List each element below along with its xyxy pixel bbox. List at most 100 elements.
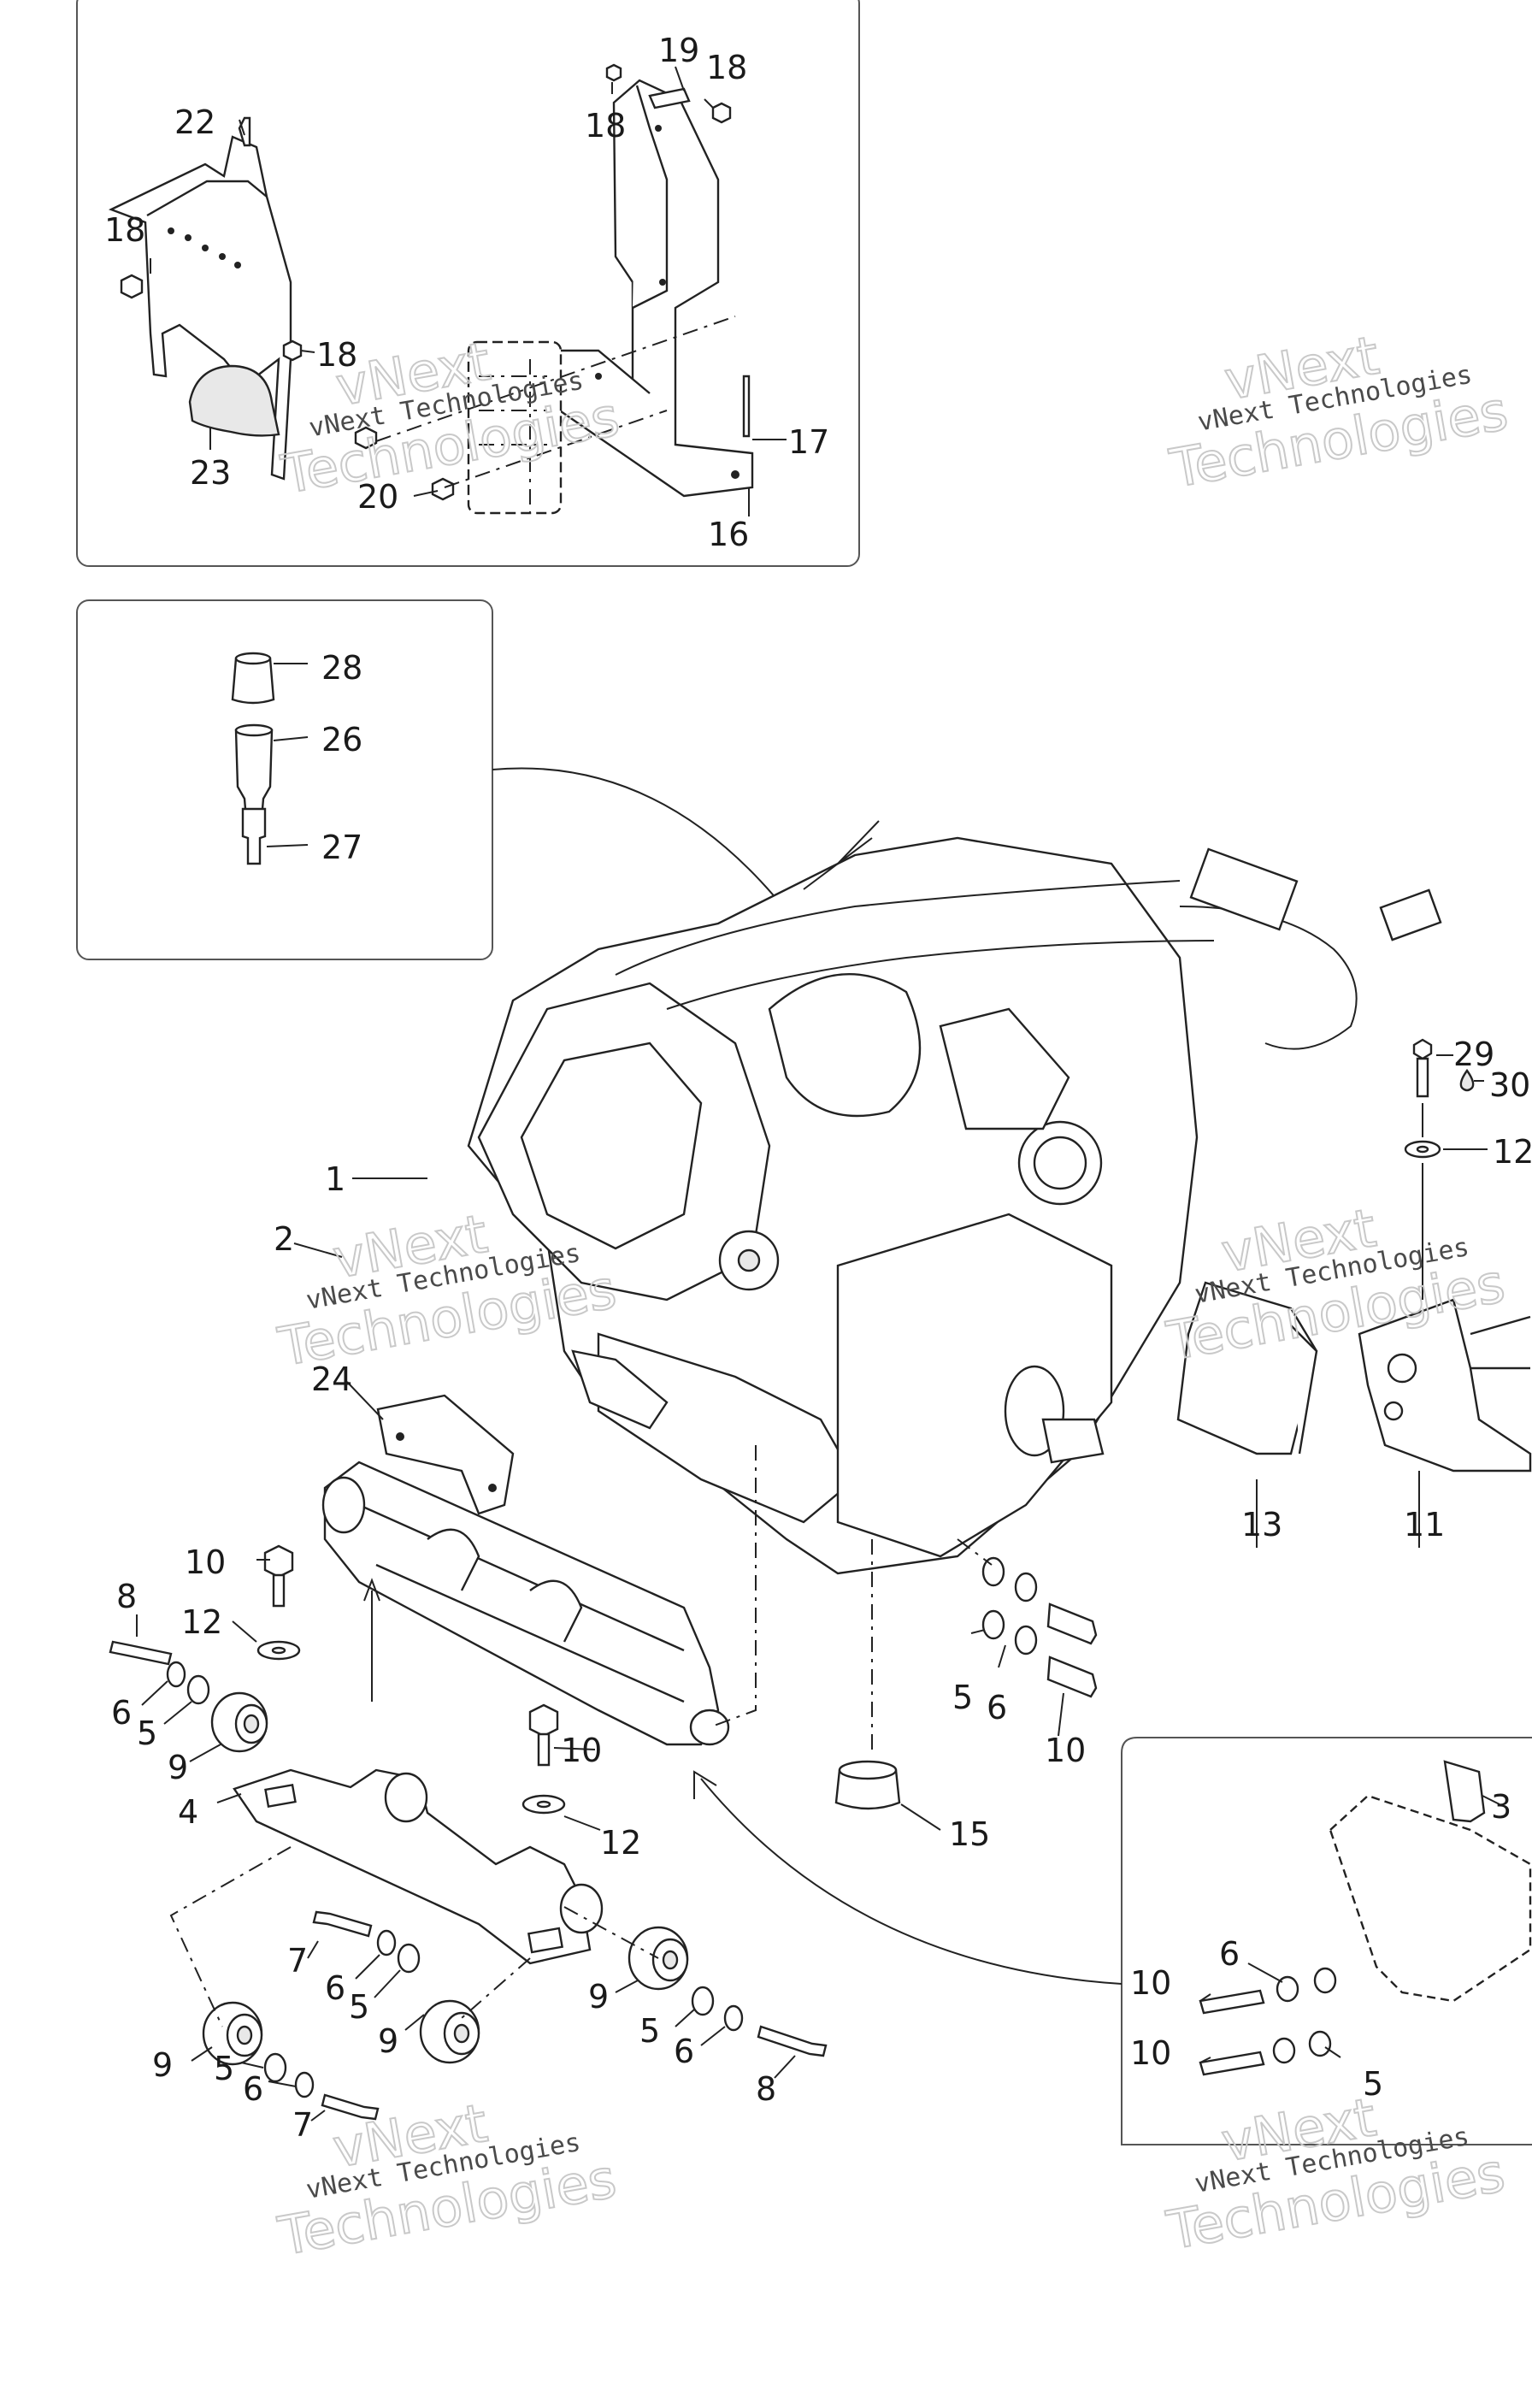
callout-22: 22 — [174, 103, 215, 141]
threadlock-30 — [1459, 1068, 1475, 1092]
watermark-bottom-left: vNext vNext Technologies Technologies — [273, 2091, 622, 2269]
inset-box-bracket — [76, 0, 860, 567]
rubber-cup-15 — [834, 1760, 901, 1810]
callout-3: 3 — [1491, 1788, 1511, 1826]
callout-17: 17 — [788, 423, 829, 461]
bolt-10-engine-a — [1046, 1602, 1098, 1645]
mount-bracket-assembly-3 — [1329, 1760, 1532, 2003]
callout-15: 15 — [949, 1815, 990, 1853]
callout-10-a: 10 — [185, 1543, 226, 1581]
inset-box-damper — [76, 599, 493, 960]
bolt-8-left — [109, 1640, 173, 1666]
callout-18-b: 18 — [316, 336, 357, 374]
callout-10-d: 10 — [1130, 1964, 1171, 2002]
damper-cap-28 — [231, 652, 275, 705]
rubber-mount-9d — [628, 1926, 689, 1991]
callout-6-d: 6 — [674, 2033, 694, 2070]
bolt-7-top — [312, 1910, 373, 1938]
bolt-19 — [648, 87, 691, 109]
callout-9-b: 9 — [378, 2022, 398, 2060]
callout-8-a: 8 — [116, 1578, 137, 1615]
watermark-mid-right: vNext vNext Technologies Technologies — [1161, 1195, 1510, 1373]
callout-5-e: 5 — [952, 1679, 973, 1716]
washer-5-mid1 — [397, 1943, 421, 1974]
left-heat-shield — [108, 135, 292, 481]
bolt-10-mid — [528, 1703, 559, 1767]
callout-29: 29 — [1453, 1036, 1494, 1073]
damper-sleeve-26 — [234, 723, 274, 821]
callout-19: 19 — [658, 32, 699, 69]
damper-screw-27 — [241, 807, 267, 865]
callout-10-b: 10 — [561, 1732, 602, 1769]
callout-18-d: 18 — [585, 107, 626, 145]
inset-bolt-10b — [1199, 2051, 1265, 2076]
callout-9-a: 9 — [168, 1749, 188, 1786]
callout-16: 16 — [708, 516, 749, 553]
washer-12-left — [256, 1640, 301, 1661]
screw-20 — [431, 477, 455, 501]
bolt-7-bottom — [321, 2093, 380, 2121]
callout-6-f: 6 — [1219, 1935, 1240, 1973]
callout-2: 2 — [274, 1220, 294, 1258]
callout-30: 30 — [1489, 1066, 1530, 1104]
callout-4: 4 — [178, 1793, 198, 1831]
washer-6-right — [723, 2004, 744, 2032]
callout-24: 24 — [311, 1360, 352, 1398]
washer-6-mid1 — [376, 1929, 397, 1956]
bolt-29 — [1412, 1038, 1433, 1098]
washer-5-left — [186, 1674, 210, 1705]
engine-assembly — [467, 820, 1442, 1575]
callout-1: 1 — [325, 1160, 345, 1198]
right-mounting-bracket — [545, 79, 754, 498]
watermark-bottom-right: vNext vNext Technologies Technologies — [1161, 2085, 1510, 2263]
callout-6-c: 6 — [243, 2070, 263, 2108]
callout-28: 28 — [321, 649, 362, 687]
callout-8-b: 8 — [756, 2070, 776, 2108]
bolt-10-engine-b — [1046, 1656, 1098, 1698]
callout-5-c: 5 — [214, 2050, 234, 2087]
screw-20b — [354, 426, 378, 450]
rubber-mount-9a — [210, 1691, 268, 1753]
pin-17 — [742, 375, 751, 438]
callout-5-d: 5 — [639, 2012, 660, 2050]
callout-13: 13 — [1241, 1506, 1282, 1543]
callout-10-e: 10 — [1130, 2034, 1171, 2072]
nut-18-top-left — [605, 63, 622, 82]
leader-lines — [136, 66, 1500, 2122]
callout-18-c: 18 — [706, 49, 747, 86]
heat-shield-13 — [1176, 1281, 1318, 1455]
callout-12-c: 12 — [1493, 1133, 1532, 1171]
washer-5-right — [691, 1986, 715, 2016]
rear-bracket-11 — [1358, 1298, 1532, 1473]
watermark-top-right: vNext vNext Technologies Technologies — [1164, 323, 1513, 501]
washer-12-mid — [521, 1794, 566, 1815]
inset-bolt-10a — [1199, 1989, 1265, 2015]
nut-18-mid — [282, 339, 303, 362]
callout-6-b: 6 — [325, 1969, 345, 2007]
callout-7-a: 7 — [287, 1942, 308, 1980]
washer-12-right — [1404, 1140, 1441, 1159]
washer-stack-engine — [981, 1556, 1038, 1656]
engine-support-2 — [321, 1461, 730, 1746]
nut-18-left — [120, 274, 144, 299]
washer-5-mid2 — [263, 2052, 287, 2083]
bolt-8-right — [757, 2025, 828, 2057]
callout-12-a: 12 — [181, 1603, 222, 1641]
callout-26: 26 — [321, 721, 362, 758]
callout-18-a: 18 — [104, 211, 145, 249]
washer-6-left — [166, 1661, 186, 1688]
heat-shield-pad — [188, 364, 280, 437]
nut-18-top-right — [711, 102, 732, 124]
shield-plate-24 — [376, 1394, 515, 1515]
bolt-10-left — [263, 1544, 294, 1608]
callout-11: 11 — [1404, 1506, 1445, 1543]
callout-5-b: 5 — [349, 1988, 369, 2026]
callout-labels: 22 18 18 23 19 18 18 20 17 16 28 26 27 1… — [104, 32, 1532, 2144]
engine-mount-4 — [233, 1768, 604, 1965]
callout-6-a: 6 — [111, 1694, 132, 1732]
callout-7-b: 7 — [292, 2106, 313, 2144]
callout-9-c: 9 — [152, 2046, 173, 2084]
callout-10-c: 10 — [1045, 1732, 1086, 1769]
callout-5-f: 5 — [1363, 2065, 1383, 2103]
